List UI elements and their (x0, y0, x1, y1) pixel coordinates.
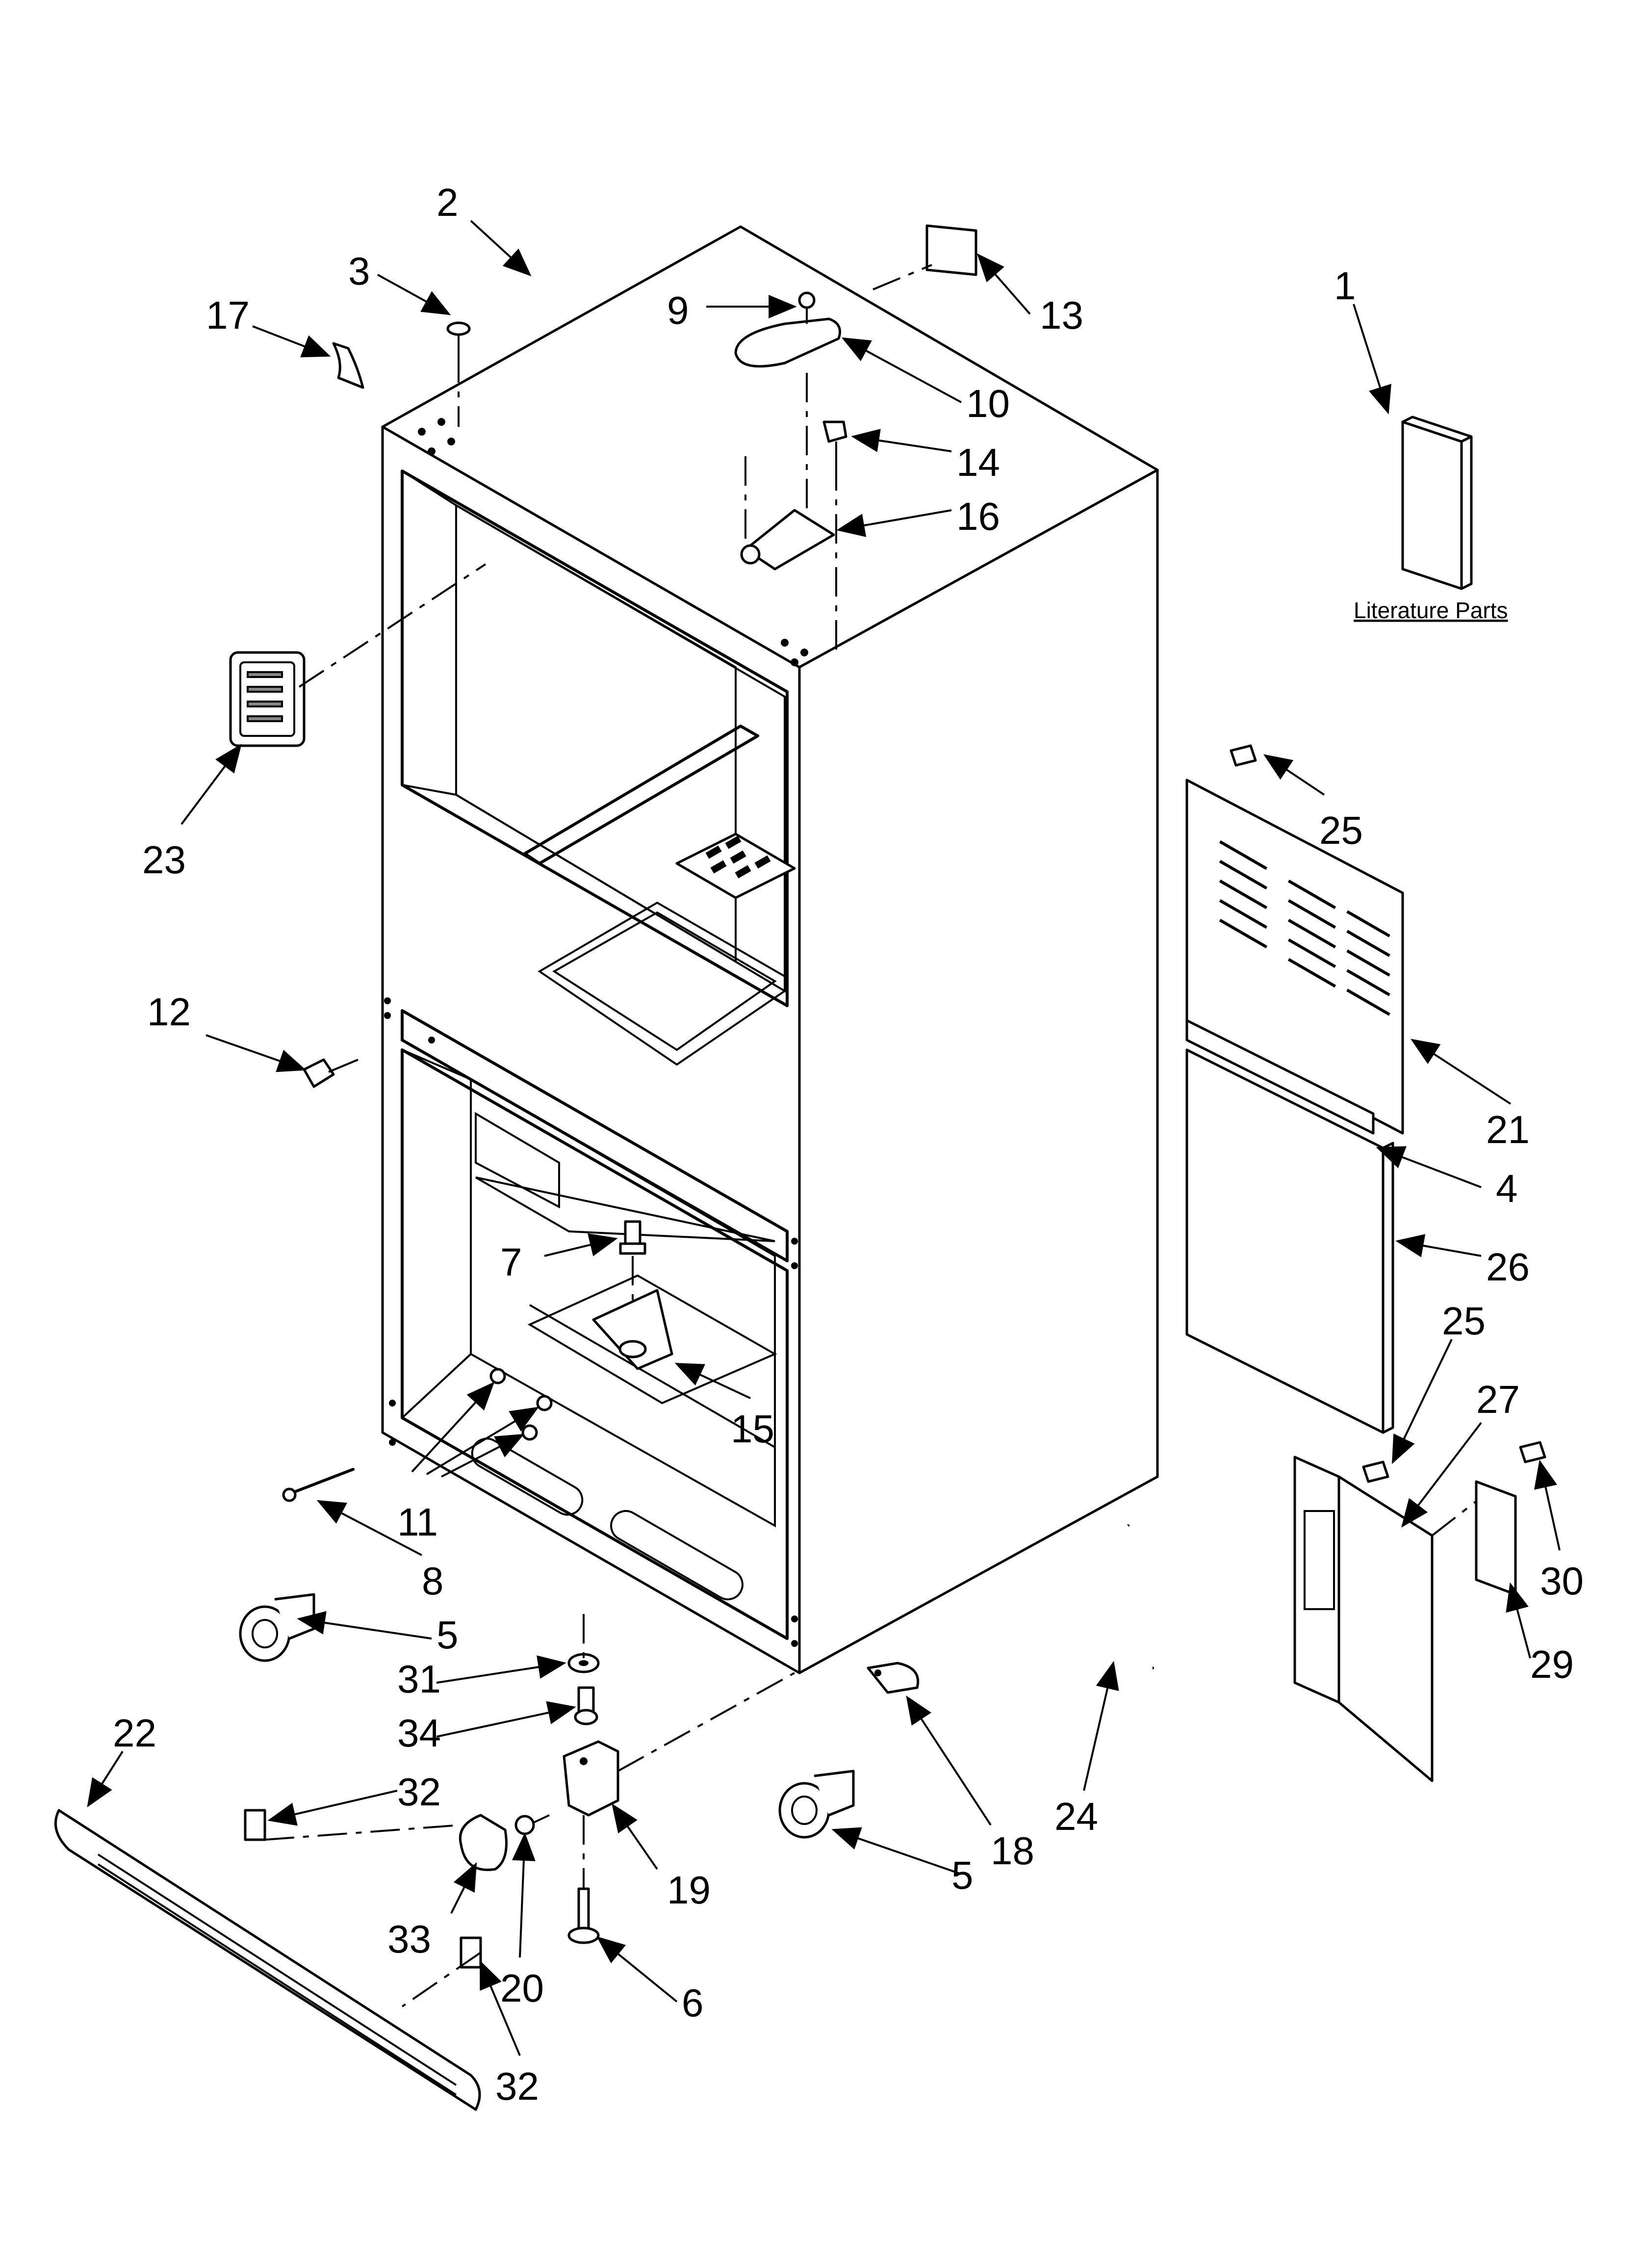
hinge-bolt-14 (822, 420, 847, 461)
callout-11: 11 (397, 1500, 438, 1544)
plate-29 (1475, 1480, 1517, 1596)
control-panel (229, 651, 306, 747)
callout-3: 3 (348, 249, 370, 293)
callout-19: 19 (667, 1868, 711, 1912)
callout-15: 15 (731, 1407, 774, 1451)
clamp-18 (867, 1662, 920, 1694)
bottom-hinge (563, 1740, 619, 1817)
washer-31 (567, 1653, 600, 1673)
hinge-cover-33 (459, 1814, 508, 1871)
callout-23: 23 (142, 838, 186, 882)
tape-17 (332, 342, 364, 389)
toe-grille (54, 1809, 481, 2111)
screw-20 (514, 1814, 550, 1835)
literature-parts-caption: Literature Parts (1354, 598, 1508, 623)
literature-booklet (1401, 416, 1473, 590)
callout-32a: 32 (397, 1770, 441, 1814)
drain-hose (1093, 1523, 1154, 1672)
callout-30: 30 (1540, 1559, 1584, 1603)
callout-16: 16 (956, 495, 1000, 538)
insulation-26 (1185, 1048, 1394, 1434)
callout-14: 14 (956, 441, 1000, 484)
callout-20: 20 (500, 1966, 544, 2010)
clip-32b (460, 1936, 482, 1969)
callout-12: 12 (147, 990, 191, 1034)
top-hinge-cover (734, 317, 841, 368)
callout-25a: 25 (1319, 808, 1363, 852)
clip-32a (244, 1809, 266, 1841)
bushing-34 (574, 1686, 598, 1725)
refrigerator-cabinet (381, 225, 1159, 1674)
callout-22: 22 (113, 1711, 156, 1755)
screws-11 (489, 1368, 553, 1441)
callout-5a: 5 (436, 1613, 459, 1657)
callout-33: 33 (387, 1917, 431, 1961)
leveling-screw (282, 1468, 355, 1502)
callout-labels: 1 2 3 4 5 5 6 7 8 9 10 11 12 13 14 15 16… (113, 181, 1584, 2108)
callout-4: 4 (1496, 1167, 1518, 1210)
rating-label (925, 224, 977, 276)
control-bracket (1293, 1456, 1434, 1782)
callout-17: 17 (206, 293, 250, 337)
top-hinge (740, 509, 835, 571)
roller-left (239, 1593, 315, 1662)
callout-21: 21 (1486, 1108, 1530, 1151)
callout-24: 24 (1054, 1795, 1098, 1838)
strip-4 (1185, 1019, 1375, 1135)
callout-26: 26 (1486, 1245, 1530, 1289)
callout-5b: 5 (951, 1853, 974, 1897)
rear-access-panel (1185, 779, 1404, 1135)
leader-lines (87, 220, 1561, 2056)
callout-13: 13 (1040, 293, 1083, 337)
screw-25b (1362, 1460, 1389, 1483)
callout-8: 8 (422, 1559, 444, 1603)
callout-9: 9 (667, 288, 689, 332)
callout-6: 6 (682, 1981, 704, 2025)
callout-7: 7 (500, 1240, 522, 1284)
hinge-pin-6 (567, 1887, 600, 1944)
hinge-pin-7 (619, 1220, 646, 1255)
screw-30 (1519, 1441, 1546, 1463)
callout-29: 29 (1530, 1642, 1574, 1686)
callout-32b: 32 (495, 2064, 539, 2108)
center-hinge (592, 1289, 673, 1370)
screw-12 (303, 1058, 359, 1088)
roller-right (778, 1770, 855, 1839)
hinge-screw-9 (798, 291, 816, 324)
screw-3 (446, 321, 471, 353)
callout-31: 31 (397, 1657, 441, 1701)
callout-10: 10 (966, 382, 1010, 425)
callout-34: 34 (397, 1711, 441, 1755)
callout-25b: 25 (1442, 1299, 1486, 1343)
callout-1: 1 (1334, 264, 1356, 308)
callout-18: 18 (991, 1829, 1034, 1873)
callout-2: 2 (436, 181, 459, 224)
callout-27: 27 (1476, 1378, 1520, 1421)
screw-25a (1230, 744, 1257, 767)
